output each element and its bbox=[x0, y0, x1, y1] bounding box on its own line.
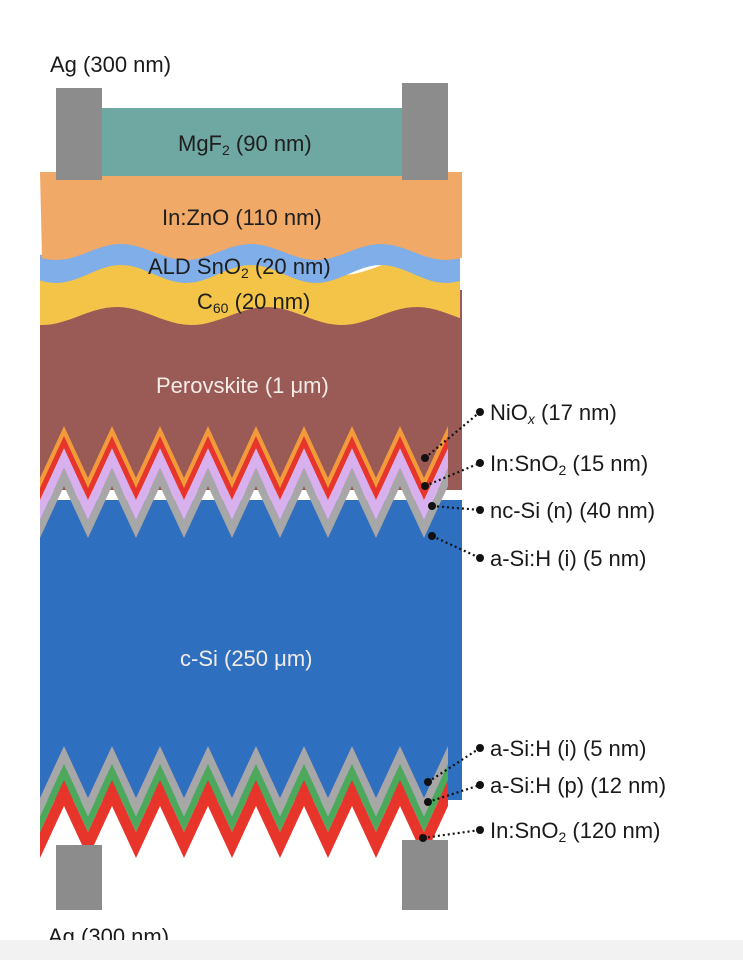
bottom-bar bbox=[0, 940, 743, 960]
leader-dot-nc-si bbox=[476, 506, 484, 514]
leader-end-a-si-h-i-bottom bbox=[424, 778, 432, 786]
callout-niox: NiOx (17 nm) bbox=[490, 400, 617, 427]
niox-layer bbox=[40, 426, 448, 488]
leader-dot-in-sno2-top bbox=[476, 459, 484, 467]
bottom-in-sno2-layer bbox=[40, 780, 448, 858]
c60-label: C60 (20 nm) bbox=[197, 289, 311, 316]
bottom-a-si-h-i-layer bbox=[40, 746, 448, 816]
leader-niox bbox=[424, 411, 481, 459]
callout-nc-si: nc-Si (n) (40 nm) bbox=[490, 498, 656, 523]
leader-end-nc-si bbox=[428, 502, 436, 510]
ag-bottom-left-contact bbox=[56, 845, 102, 910]
callout-in-sno2-bottom: In:SnO2 (120 nm) bbox=[490, 818, 661, 845]
leader-end-in-sno2-top bbox=[421, 482, 429, 490]
leader-dot-a-si-h-i-bottom bbox=[476, 744, 484, 752]
leader-end-in-sno2-bottom bbox=[419, 834, 427, 842]
leader-end-niox bbox=[421, 454, 429, 462]
a-si-h-p-layer bbox=[40, 764, 448, 832]
ag-bottom-right-contact bbox=[402, 840, 448, 910]
perovskite-label: Perovskite (1 μm) bbox=[156, 373, 329, 398]
sno2-layer bbox=[40, 239, 460, 283]
mgf2-layer bbox=[100, 108, 402, 176]
callout-a-si-h-p: a-Si:H (p) (12 nm) bbox=[490, 773, 667, 798]
leader-a-si-h-i-top bbox=[431, 535, 481, 559]
leader-a-si-h-i-bottom bbox=[427, 747, 481, 783]
mgf2-label: MgF2 (90 nm) bbox=[178, 131, 312, 158]
c-si-label: c-Si (250 μm) bbox=[180, 646, 313, 671]
leader-a-si-h-p bbox=[427, 783, 481, 804]
leader-dot-a-si-h-p bbox=[476, 781, 484, 789]
leader-dot-niox bbox=[476, 408, 484, 416]
callout-leaders bbox=[419, 408, 484, 842]
leader-end-a-si-h-p bbox=[424, 798, 432, 806]
top-in-sno2-layer bbox=[40, 436, 448, 500]
leader-dot-a-si-h-i-top bbox=[476, 554, 484, 562]
callout-in-sno2-top: In:SnO2 (15 nm) bbox=[490, 451, 649, 478]
callout-a-si-h-i-bottom: a-Si:H (i) (5 nm) bbox=[490, 736, 647, 761]
leader-end-a-si-h-i-top bbox=[428, 532, 436, 540]
sno2-label: ALD SnO2 (20 nm) bbox=[148, 254, 331, 281]
leader-dot-in-sno2-bottom bbox=[476, 826, 484, 834]
nc-si-n-layer bbox=[40, 448, 448, 520]
leader-nc-si bbox=[431, 504, 481, 512]
ag-top-right-contact bbox=[402, 83, 448, 180]
ag-top-left-contact bbox=[56, 88, 102, 180]
ag-top-label: Ag (300 nm) bbox=[50, 52, 172, 77]
in-zno-layer bbox=[40, 172, 462, 260]
in-zno-label: In:ZnO (110 nm) bbox=[162, 205, 322, 230]
callout-a-si-h-i-top: a-Si:H (i) (5 nm) bbox=[490, 546, 647, 571]
top-a-si-h-i-layer bbox=[40, 468, 448, 538]
c60-layer bbox=[40, 257, 460, 325]
